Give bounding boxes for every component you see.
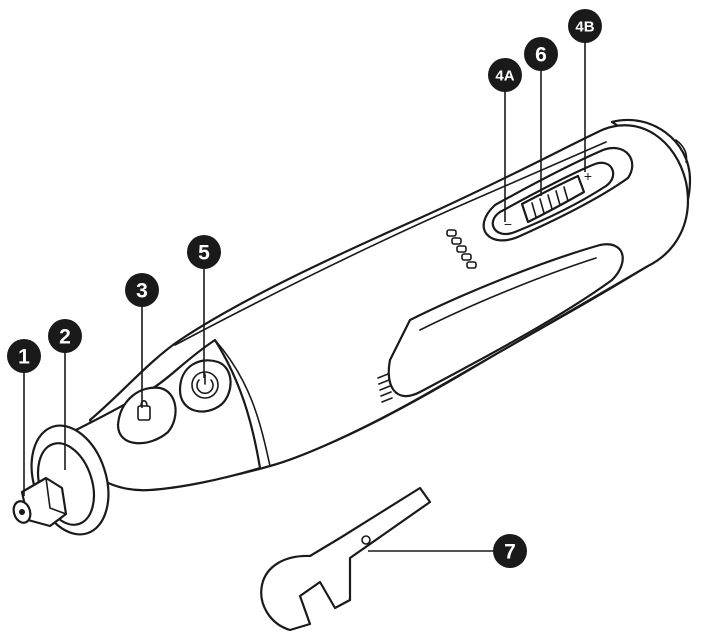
power-icon [196, 379, 214, 395]
collet-wrench [260, 486, 432, 632]
speed-switch[interactable]: − + [482, 147, 634, 242]
battery-indicator [446, 229, 477, 269]
body-ridge-line [174, 141, 607, 346]
body-facet-line [214, 339, 271, 467]
body-lower-edge [269, 265, 649, 467]
collet-nut-face [45, 477, 67, 515]
led-1 [446, 229, 457, 237]
shaft-lock-button[interactable] [116, 386, 177, 445]
wrench-outline [260, 486, 432, 632]
speed-minus-symbol: − [504, 216, 512, 232]
rear-cap-ring [675, 139, 688, 163]
lock-icon [137, 405, 151, 421]
svg-text:2: 2 [59, 326, 71, 349]
speed-plus-symbol: + [584, 168, 592, 184]
speed-slider-knob[interactable] [520, 174, 586, 224]
svg-text:4B: 4B [575, 19, 594, 36]
led-5 [466, 261, 477, 269]
vent-slots [377, 373, 393, 403]
collet-bore [19, 509, 25, 515]
svg-text:4A: 4A [495, 68, 514, 85]
grip-panel [387, 243, 624, 398]
svg-text:6: 6 [535, 44, 547, 67]
svg-text:3: 3 [136, 280, 148, 303]
callout-2: 2 [48, 319, 82, 353]
shaft-lock-bezel [116, 386, 177, 445]
led-2 [451, 237, 462, 245]
rotary-tool: − + [12, 118, 692, 536]
callout-4b: 4B [568, 9, 602, 43]
led-4 [461, 253, 472, 261]
svg-text:7: 7 [504, 541, 516, 564]
callout-1: 1 [7, 339, 41, 373]
grip-inner-line [419, 257, 597, 331]
callout-3: 3 [125, 273, 159, 307]
slider-ridges [531, 186, 569, 218]
leader-lines [23, 26, 586, 552]
callout-5: 5 [187, 235, 221, 269]
led-3 [456, 245, 467, 253]
power-button-bezel [178, 359, 232, 413]
svg-text:1: 1 [18, 346, 30, 369]
callout-7: 7 [493, 534, 527, 568]
callout-6: 6 [524, 37, 558, 71]
svg-text:5: 5 [198, 242, 210, 265]
power-button[interactable] [178, 359, 232, 413]
callout-4a: 4A [488, 58, 522, 92]
power-button-face [191, 371, 219, 399]
wrench-hole [361, 535, 371, 545]
lock-icon-shackle [140, 399, 148, 407]
